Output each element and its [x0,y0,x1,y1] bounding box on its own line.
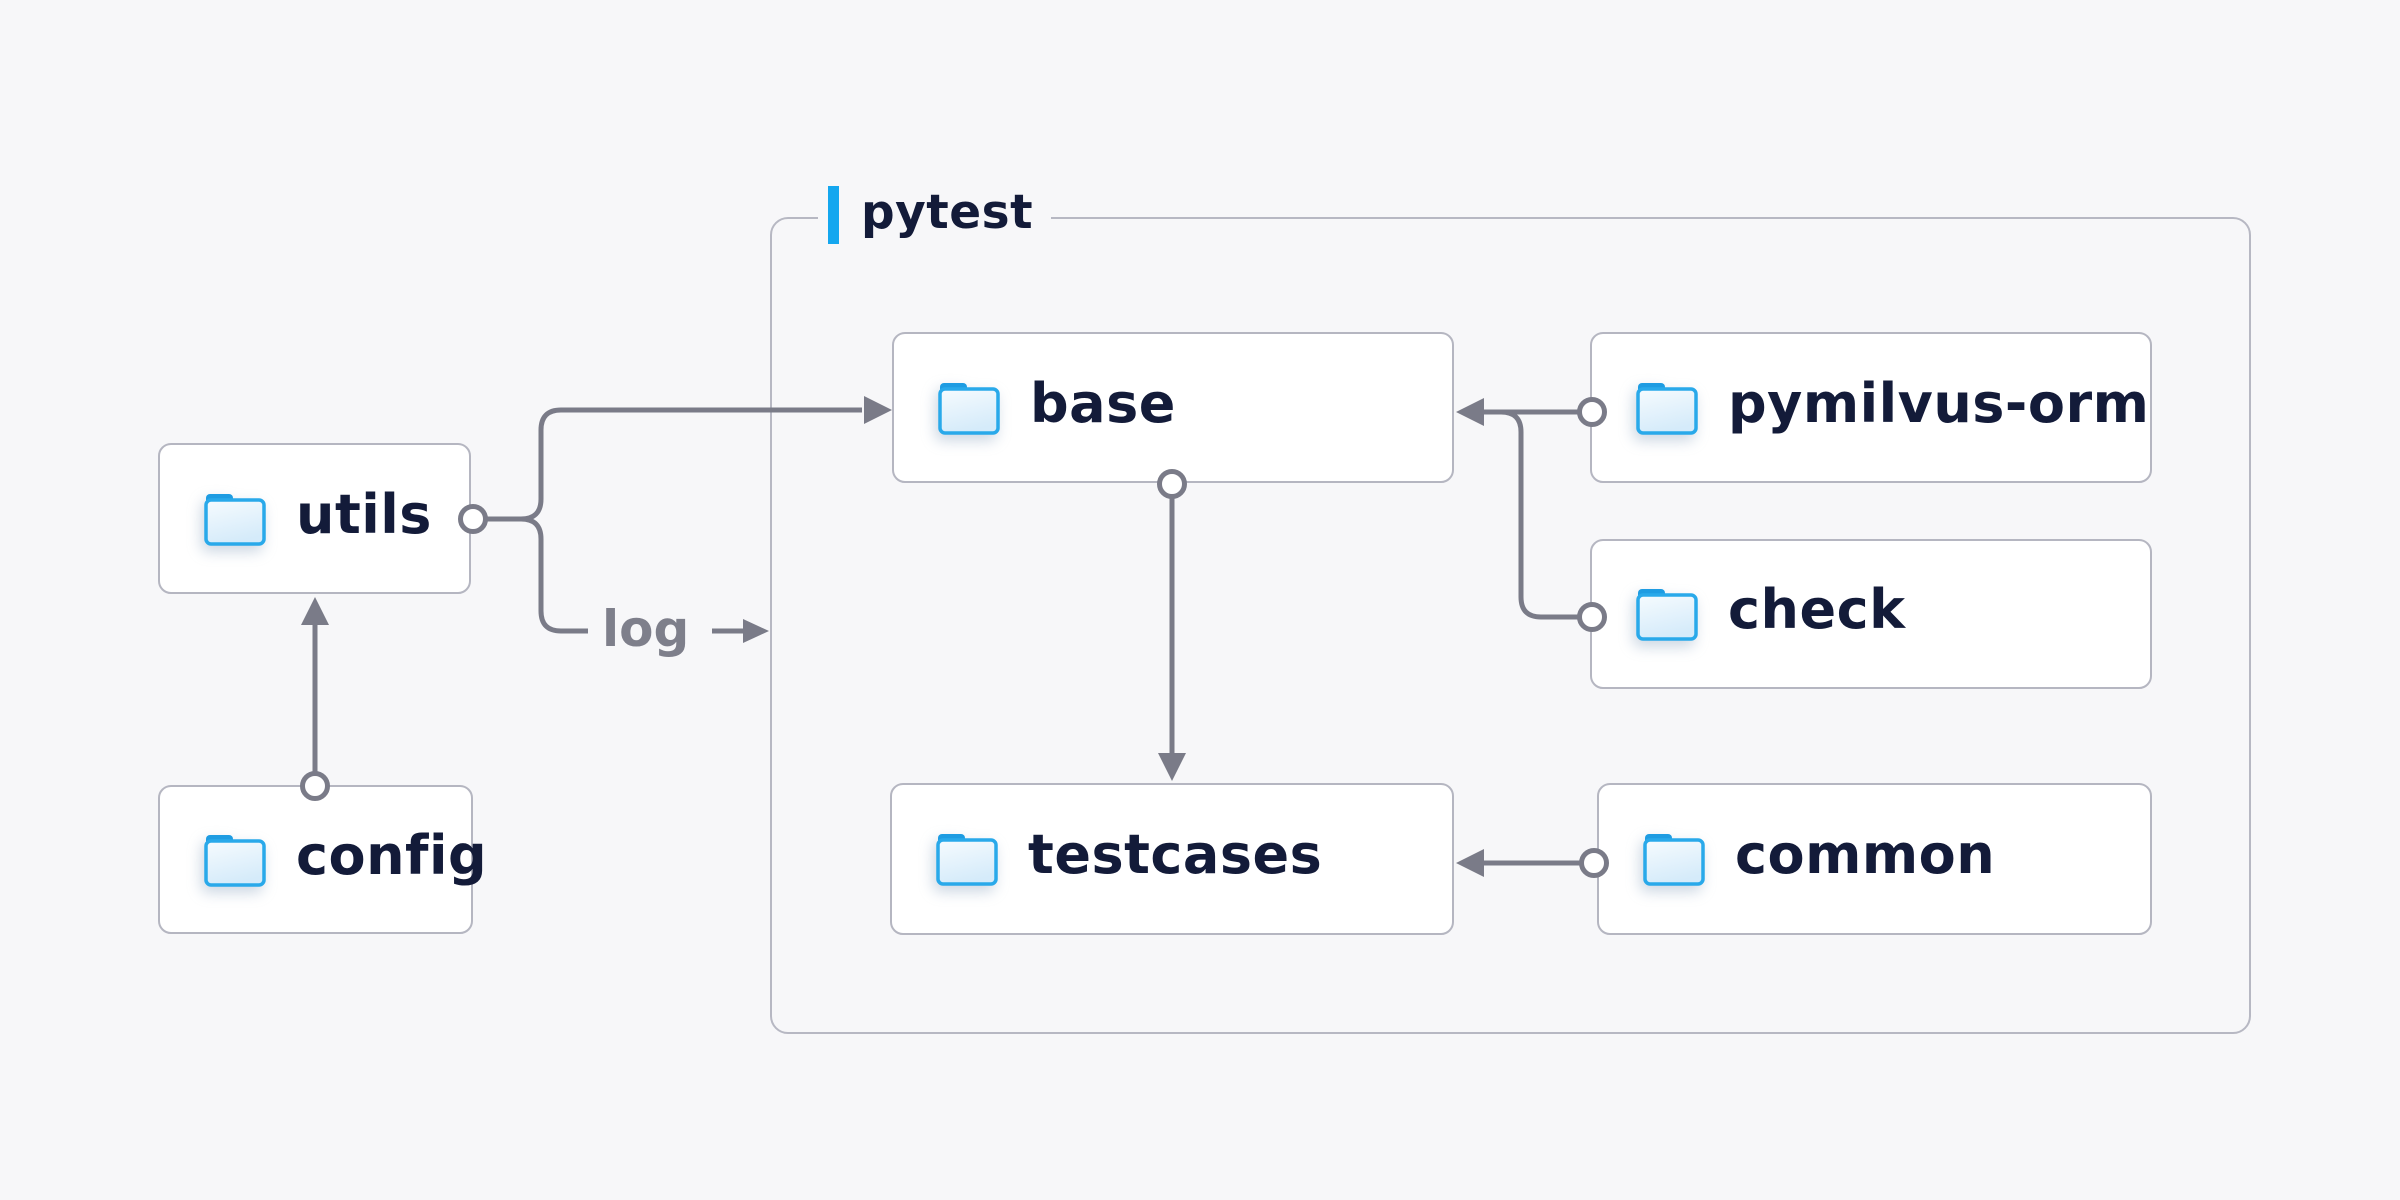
accent-bar-icon [828,186,839,244]
node-config-label: config [296,823,488,887]
node-pymilvus-orm: pymilvus-orm [1590,332,2152,483]
folder-icon [1643,832,1705,886]
pytest-group-container [770,217,2251,1034]
node-check-label: check [1728,578,1906,641]
node-utils-label: utils [296,482,432,546]
folder-icon [204,491,266,546]
folder-icon [1636,587,1698,641]
node-config: config [158,785,487,934]
node-base: base [892,332,1454,483]
node-testcases-label: testcases [1028,823,1323,886]
folder-icon [1636,380,1698,435]
edge-label-log: log [602,600,690,658]
node-pymilvus-orm-label: pymilvus-orm [1728,371,2150,435]
node-check: check [1590,539,2152,689]
edge-config-utils [300,597,330,801]
node-utils: utils [158,443,471,594]
folder-icon [938,380,1000,435]
node-common-label: common [1735,823,1996,886]
node-common: common [1597,783,2152,935]
node-base-label: base [1030,371,1176,435]
node-testcases: testcases [890,783,1454,935]
folder-icon [936,832,998,886]
pytest-group-label: pytest [818,183,1052,247]
folder-icon [204,832,266,887]
pytest-group-title: pytest [861,184,1034,240]
